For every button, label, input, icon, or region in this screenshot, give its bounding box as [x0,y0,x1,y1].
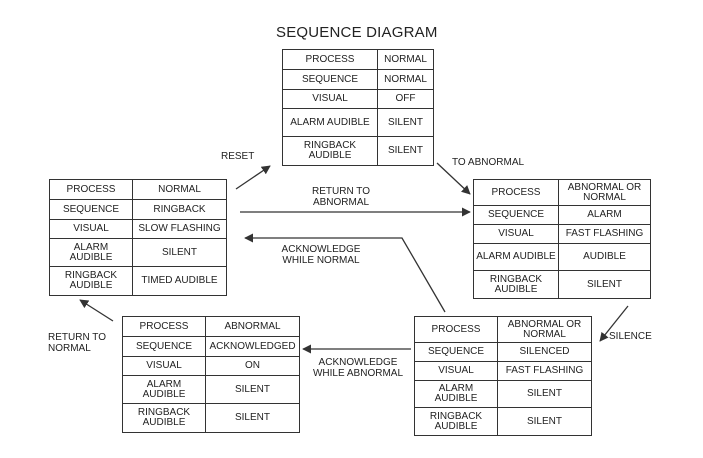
to-abnormal-arrow [436,162,471,195]
state-table-normal: PROCESS NORMAL SEQUENCE NORMAL VISUAL OF… [282,49,434,166]
row-value: ABNORMAL OR NORMAL [558,179,651,206]
row-key: RINGBACK AUDIBLE [414,407,498,436]
diagram-title: SEQUENCE DIAGRAM [276,24,438,41]
label-acknowledge-while-abnormal: ACKNOWLEDGE WHILE ABNORMAL [312,357,404,379]
label-return-to-normal: RETURN TO NORMAL [48,332,106,354]
row-value: SILENT [377,136,434,166]
row-value: ABNORMAL [205,316,300,337]
row-value: NORMAL [377,49,434,70]
state-table-ringback: PROCESS NORMAL SEQUENCE RINGBACK VISUAL … [49,179,227,296]
label-reset: RESET [221,151,255,162]
label-return-to-abnormal: RETURN TO ABNORMAL [312,186,370,208]
row-key: ALARM AUDIBLE [282,108,378,137]
row-value: SILENT [132,238,227,267]
row-value: SILENT [497,407,592,436]
label-silence: SILENCE [609,331,652,342]
row-key: RINGBACK AUDIBLE [473,270,559,299]
return-to-normal-arrow [79,299,114,322]
row-key: RINGBACK AUDIBLE [282,136,378,166]
row-value: SILENT [377,108,434,137]
row-key: RINGBACK AUDIBLE [122,403,206,433]
state-table-silenced: PROCESS ABNORMAL OR NORMAL SEQUENCE SILE… [414,316,592,436]
row-value: TIMED AUDIBLE [132,266,227,296]
row-key: ALARM AUDIBLE [414,380,498,408]
row-value: ABNORMAL OR NORMAL [497,316,592,343]
label-to-abnormal: TO ABNORMAL [452,157,525,168]
label-acknowledge-while-normal: ACKNOWLEDGE WHILE NORMAL [281,244,361,266]
reset-arrow [235,165,271,190]
silence-arrow [599,305,629,342]
state-table-acknowledged: PROCESS ABNORMAL SEQUENCE ACKNOWLEDGED V… [122,316,300,433]
row-value: SILENT [558,270,651,299]
row-value: SILENT [205,403,300,433]
ack-while-normal-arrow [244,233,446,313]
row-key: RINGBACK AUDIBLE [49,266,133,296]
state-table-alarm: PROCESS ABNORMAL OR NORMAL SEQUENCE ALAR… [473,179,651,299]
row-key: PROCESS [473,179,559,206]
row-key: ALARM AUDIBLE [473,243,559,271]
